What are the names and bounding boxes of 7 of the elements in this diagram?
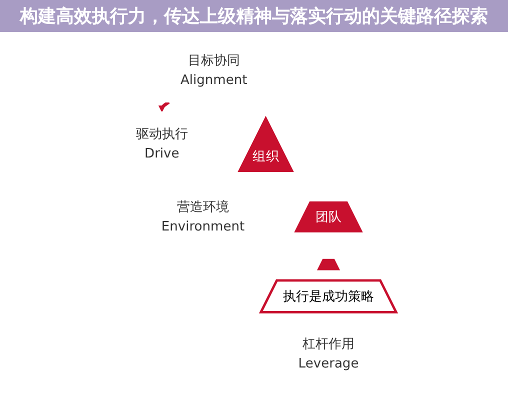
node-text: 杠杆作用 Leverage bbox=[298, 336, 359, 371]
node-text: 驱动执行 Drive bbox=[136, 126, 188, 161]
node-text: 目标协同 Alignment bbox=[180, 52, 248, 88]
node-text: 营造环境 Environment bbox=[162, 198, 245, 234]
node-box bbox=[316, 258, 342, 272]
arrow bbox=[158, 100, 170, 112]
title-banner: 构建高效执行力，传达上级精神与落实行动的关键路径探索 bbox=[0, 0, 508, 32]
